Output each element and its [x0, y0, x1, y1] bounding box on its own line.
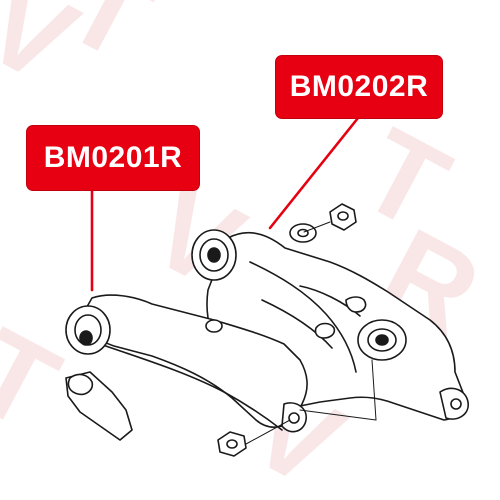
lower-arm-stud — [205, 319, 223, 333]
lower-arm-flange — [99, 343, 283, 431]
upper-arm-web — [249, 261, 357, 373]
part-number-lower: BM0201R — [43, 141, 183, 174]
leader-upper — [268, 116, 360, 230]
part-label-upper: BM0202R — [276, 56, 442, 118]
part-label-lower: BM0201R — [27, 126, 199, 190]
part-number-upper: BM0202R — [289, 70, 429, 103]
